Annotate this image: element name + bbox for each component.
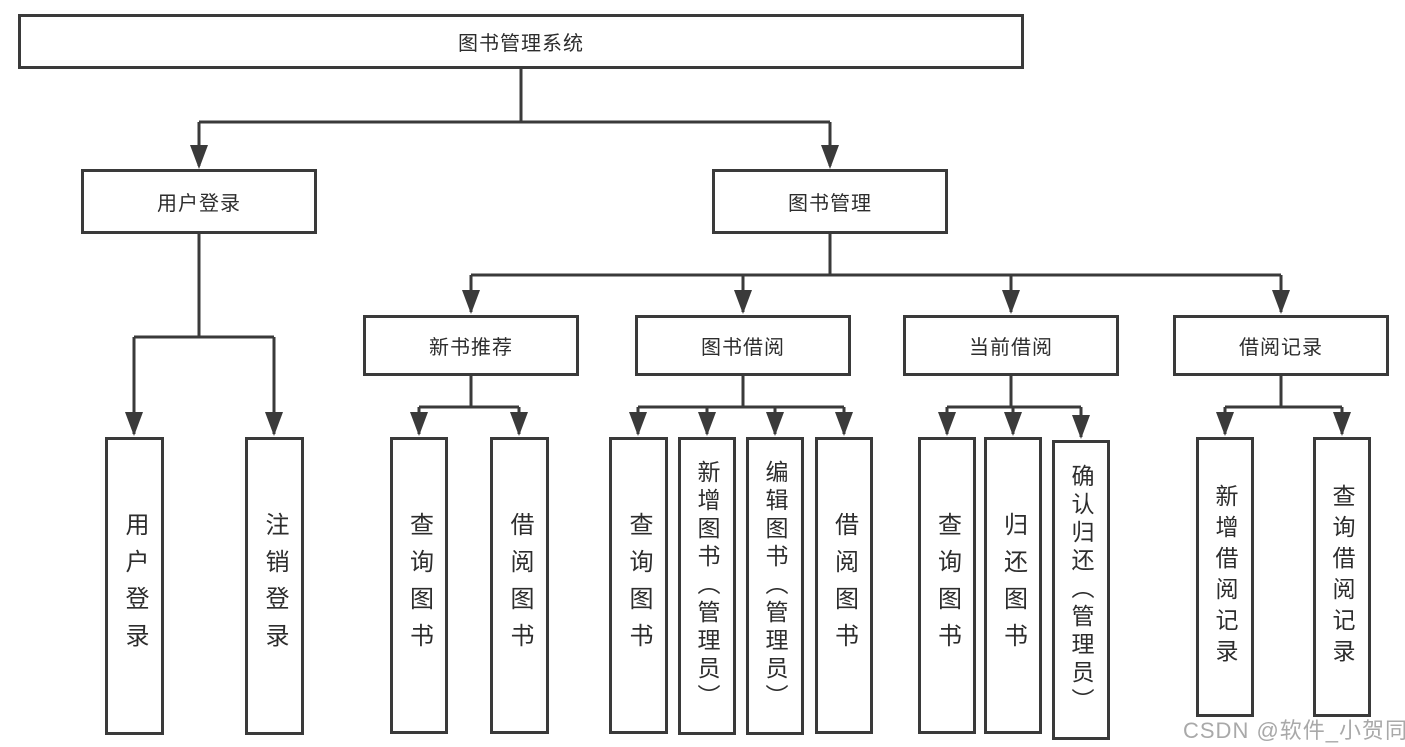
leaf-logout: 注销登录 <box>245 437 304 735</box>
leaf-return-book: 归还图书 <box>984 437 1042 734</box>
leaf-query-borrow-record-label: 查询借阅记录 <box>1329 484 1355 670</box>
node-user-login-label: 用户登录 <box>157 193 241 215</box>
leaf-borrow-book: 借阅图书 <box>815 437 873 734</box>
leaf-user-login-label: 用户登录 <box>121 512 148 660</box>
leaf-query-book-current-label: 查询图书 <box>933 511 961 660</box>
leaf-user-login: 用户登录 <box>105 437 164 735</box>
node-root-label: 图书管理系统 <box>458 33 584 55</box>
leaf-borrow-book-label: 借阅图书 <box>830 511 858 660</box>
node-book-management-label: 图书管理 <box>788 193 872 215</box>
leaf-query-book-recommend: 查询图书 <box>390 437 448 734</box>
leaf-query-book-current: 查询图书 <box>918 437 976 734</box>
leaf-add-borrow-record-label: 新增借阅记录 <box>1212 484 1238 670</box>
arrowheads <box>125 145 1351 439</box>
leaf-query-book-borrow-label: 查询图书 <box>625 511 652 660</box>
node-borrow-records: 借阅记录 <box>1173 315 1389 376</box>
node-new-book-recommend-label: 新书推荐 <box>429 337 513 359</box>
leaf-query-book-recommend-label: 查询图书 <box>405 511 433 660</box>
leaf-add-book-admin-label: 新增图书（管理员） <box>694 460 720 712</box>
leaf-confirm-return-admin: 确认归还（管理员） <box>1052 440 1110 740</box>
node-current-borrow-label: 当前借阅 <box>969 337 1053 359</box>
node-user-login: 用户登录 <box>81 169 317 234</box>
node-current-borrow: 当前借阅 <box>903 315 1119 376</box>
leaf-query-borrow-record: 查询借阅记录 <box>1313 437 1371 717</box>
leaf-add-book-admin: 新增图书（管理员） <box>678 437 736 735</box>
leaf-confirm-return-admin-label: 确认归还（管理员） <box>1068 464 1094 716</box>
leaf-return-book-label: 归还图书 <box>999 511 1027 660</box>
leaf-edit-book-admin-label: 编辑图书（管理员） <box>762 460 788 712</box>
node-borrow-records-label: 借阅记录 <box>1239 337 1323 359</box>
leaf-borrow-book-recommend-label: 借阅图书 <box>506 511 533 660</box>
csdn-watermark: CSDN @软件_小贺同学 <box>1183 718 1405 743</box>
leaf-logout-label: 注销登录 <box>261 512 288 660</box>
node-root: 图书管理系统 <box>18 14 1024 69</box>
node-book-borrow: 图书借阅 <box>635 315 851 376</box>
node-book-management: 图书管理 <box>712 169 948 234</box>
node-new-book-recommend: 新书推荐 <box>363 315 579 376</box>
leaf-edit-book-admin: 编辑图书（管理员） <box>746 437 804 735</box>
leaf-query-book-borrow: 查询图书 <box>609 437 668 734</box>
node-book-borrow-label: 图书借阅 <box>701 337 785 359</box>
leaf-add-borrow-record: 新增借阅记录 <box>1196 437 1254 717</box>
leaf-borrow-book-recommend: 借阅图书 <box>490 437 549 734</box>
